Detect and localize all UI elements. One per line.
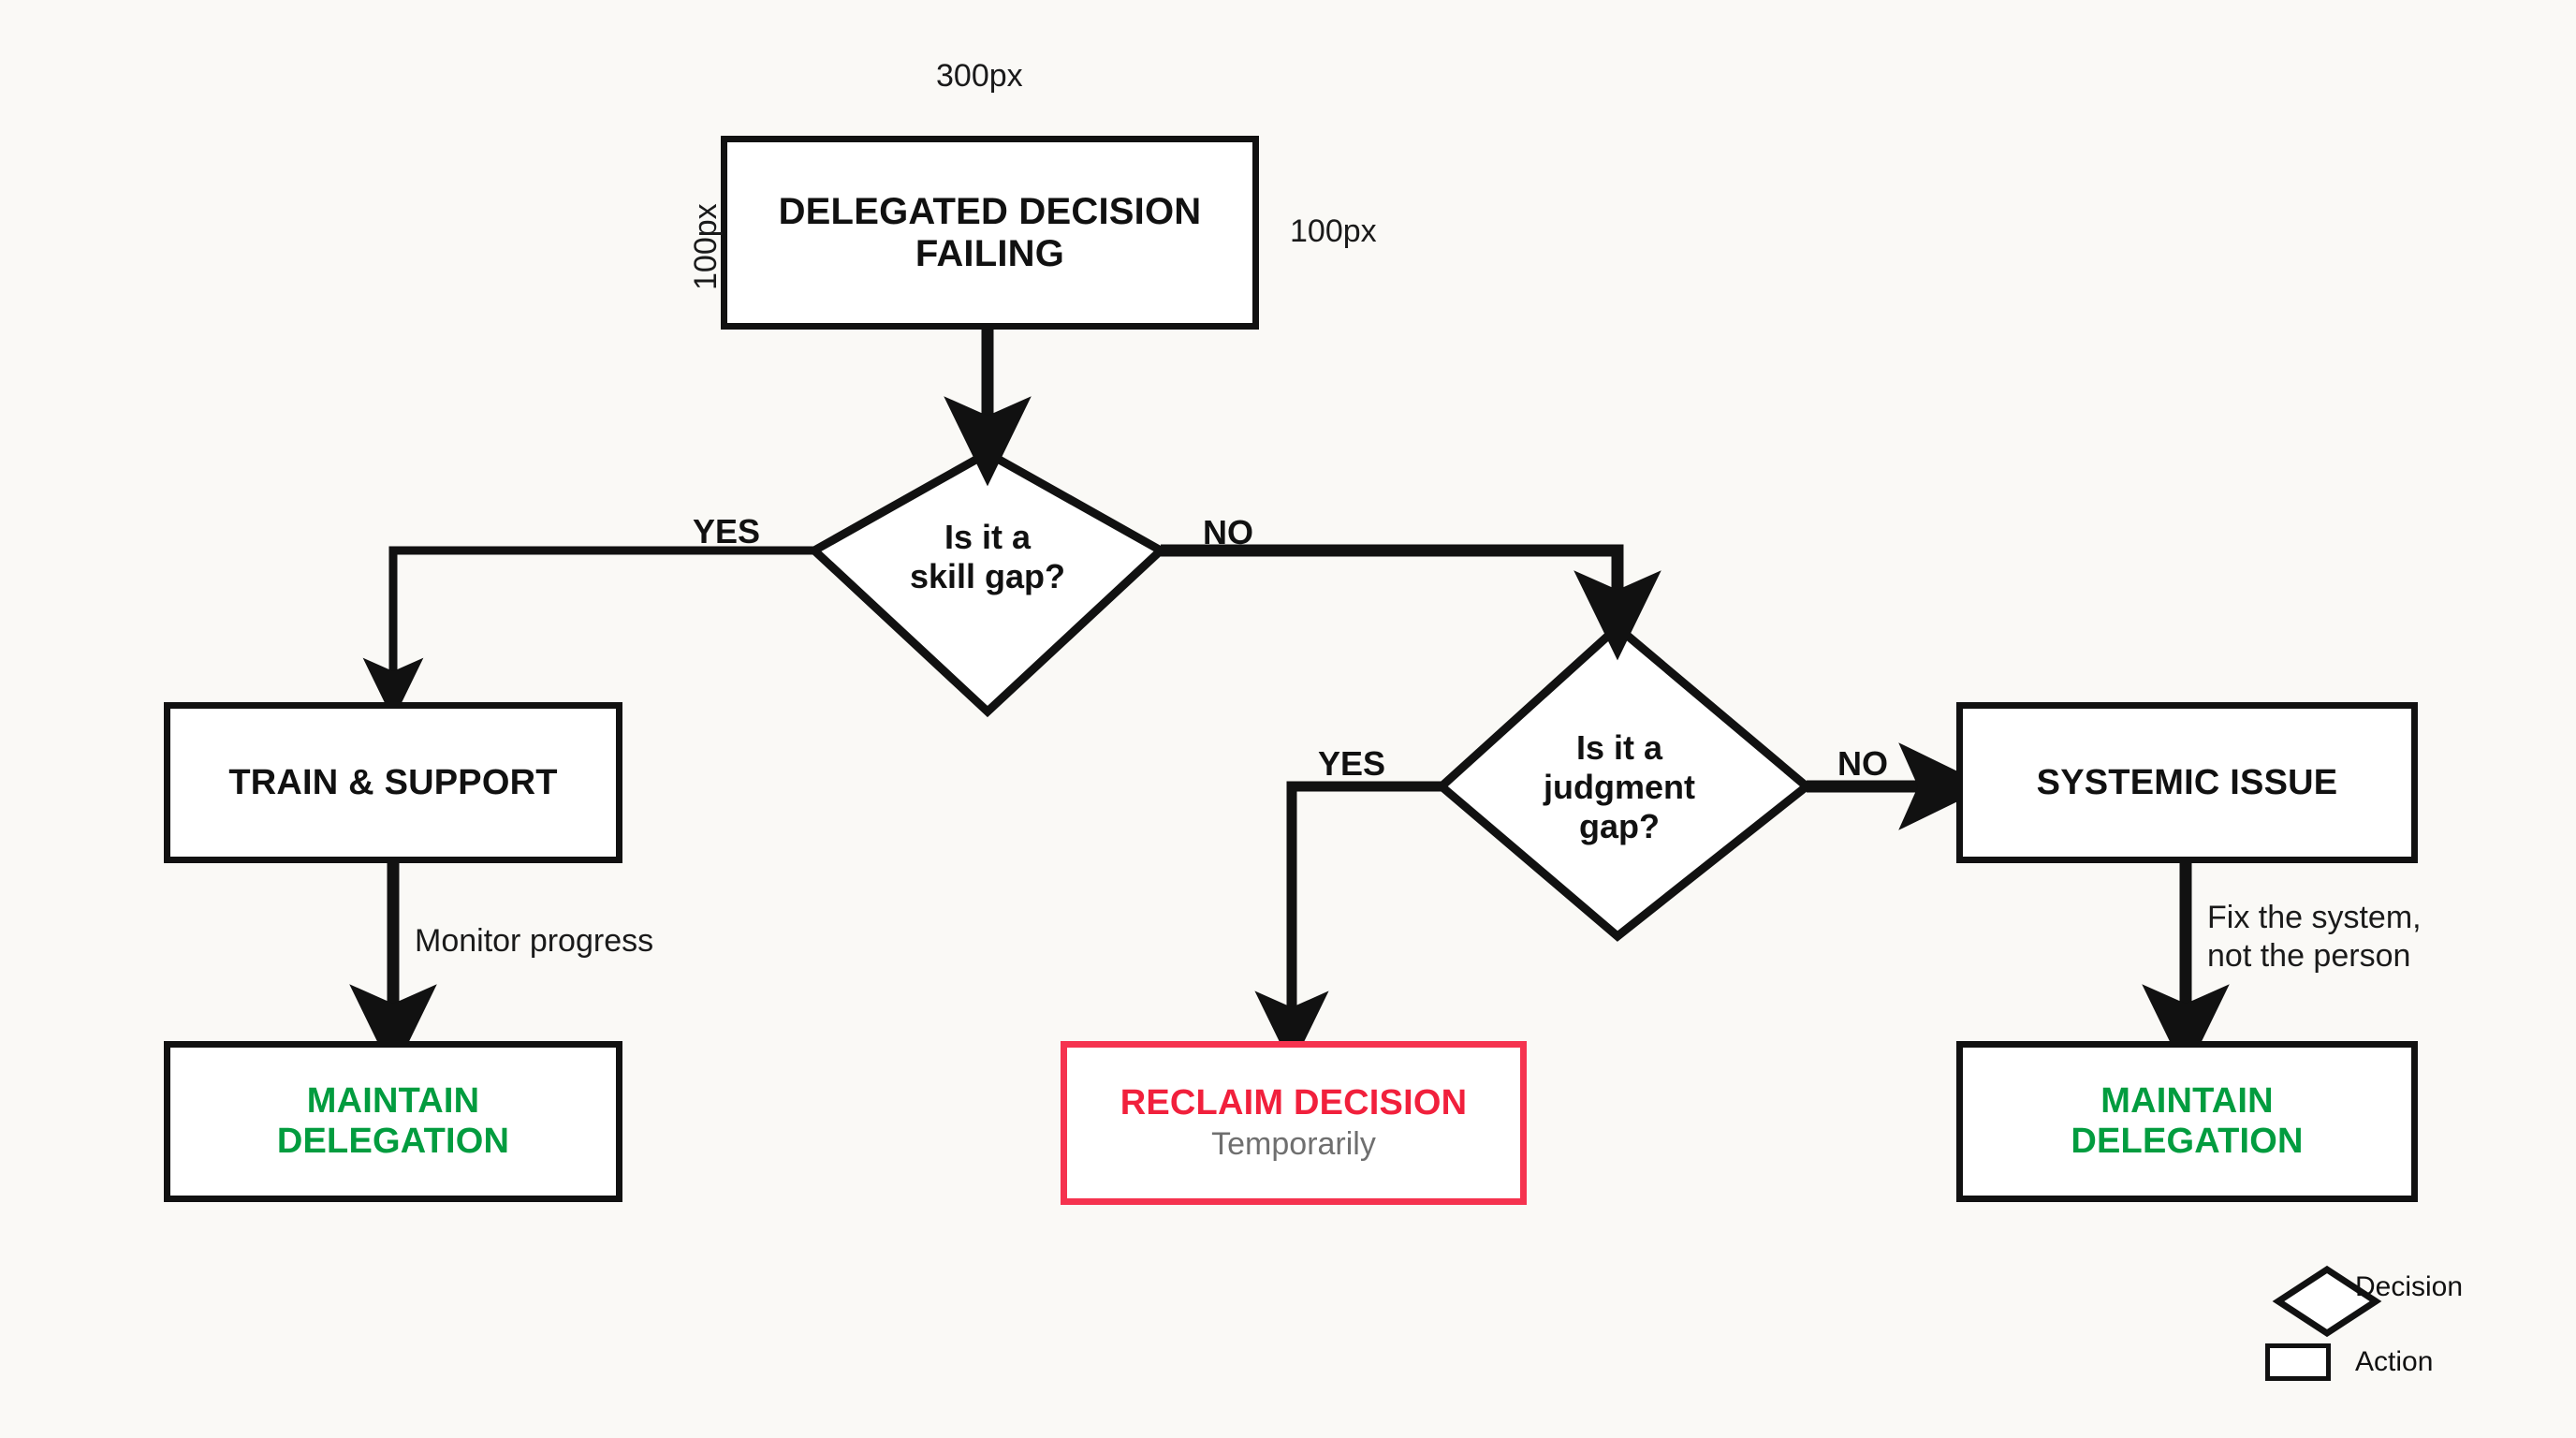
edge-label-skill-yes: YES — [693, 512, 761, 550]
dimension-width-label: 300px — [936, 58, 1023, 94]
node-reclaim-decision[interactable]: RECLAIM DECISION Temporarily — [1061, 1041, 1527, 1205]
node-subtitle: Temporarily — [1211, 1126, 1376, 1163]
node-label-skill-gap: Is it a skill gap? — [909, 518, 1066, 595]
node-title: DELEGATED DECISION FAILING — [778, 190, 1202, 274]
edge-label-judgment-no: NO — [1837, 744, 1888, 783]
node-maintain-delegation-left[interactable]: MAINTAIN DELEGATION — [164, 1041, 622, 1202]
node-title: MAINTAIN DELEGATION — [276, 1081, 510, 1161]
connector-skill-no — [1161, 544, 1661, 661]
node-systemic-issue[interactable]: SYSTEMIC ISSUE — [1956, 702, 2418, 863]
rectangle-icon — [2265, 1339, 2336, 1386]
node-title: SYSTEMIC ISSUE — [2036, 762, 2338, 802]
node-title: RECLAIM DECISION — [1120, 1082, 1468, 1123]
node-delegated-decision-failing[interactable]: DELEGATED DECISION FAILING — [721, 136, 1259, 330]
legend-item-label: Action — [2355, 1346, 2434, 1377]
connector-judgment-yes — [1254, 781, 1442, 1067]
dimension-height-label: 100px — [688, 203, 724, 290]
edge-label-fix-the-system: Fix the system, not the person — [2207, 900, 2422, 975]
node-title: TRAIN & SUPPORT — [228, 762, 558, 802]
diamond-icon — [2265, 1264, 2336, 1311]
node-label-judgment-gap: Is it a judgment gap? — [1544, 728, 1695, 845]
node-maintain-delegation-right[interactable]: MAINTAIN DELEGATION — [1956, 1041, 2418, 1202]
legend: Decision Action — [2265, 1255, 2565, 1414]
connector-skill-yes — [362, 546, 814, 721]
edge-label-monitor-progress: Monitor progress — [415, 923, 654, 959]
legend-item-label: Decision — [2355, 1271, 2464, 1302]
legend-item-decision: Decision — [2265, 1264, 2463, 1311]
rectangle-glyph — [2265, 1343, 2331, 1381]
node-train-and-support[interactable]: TRAIN & SUPPORT — [164, 702, 622, 863]
node-title: MAINTAIN DELEGATION — [2071, 1081, 2304, 1161]
dimension-side-label: 100px — [1290, 213, 1377, 249]
legend-item-action: Action — [2265, 1339, 2433, 1386]
edge-label-judgment-yes: YES — [1318, 744, 1386, 783]
edge-label-skill-no: NO — [1203, 513, 1253, 551]
